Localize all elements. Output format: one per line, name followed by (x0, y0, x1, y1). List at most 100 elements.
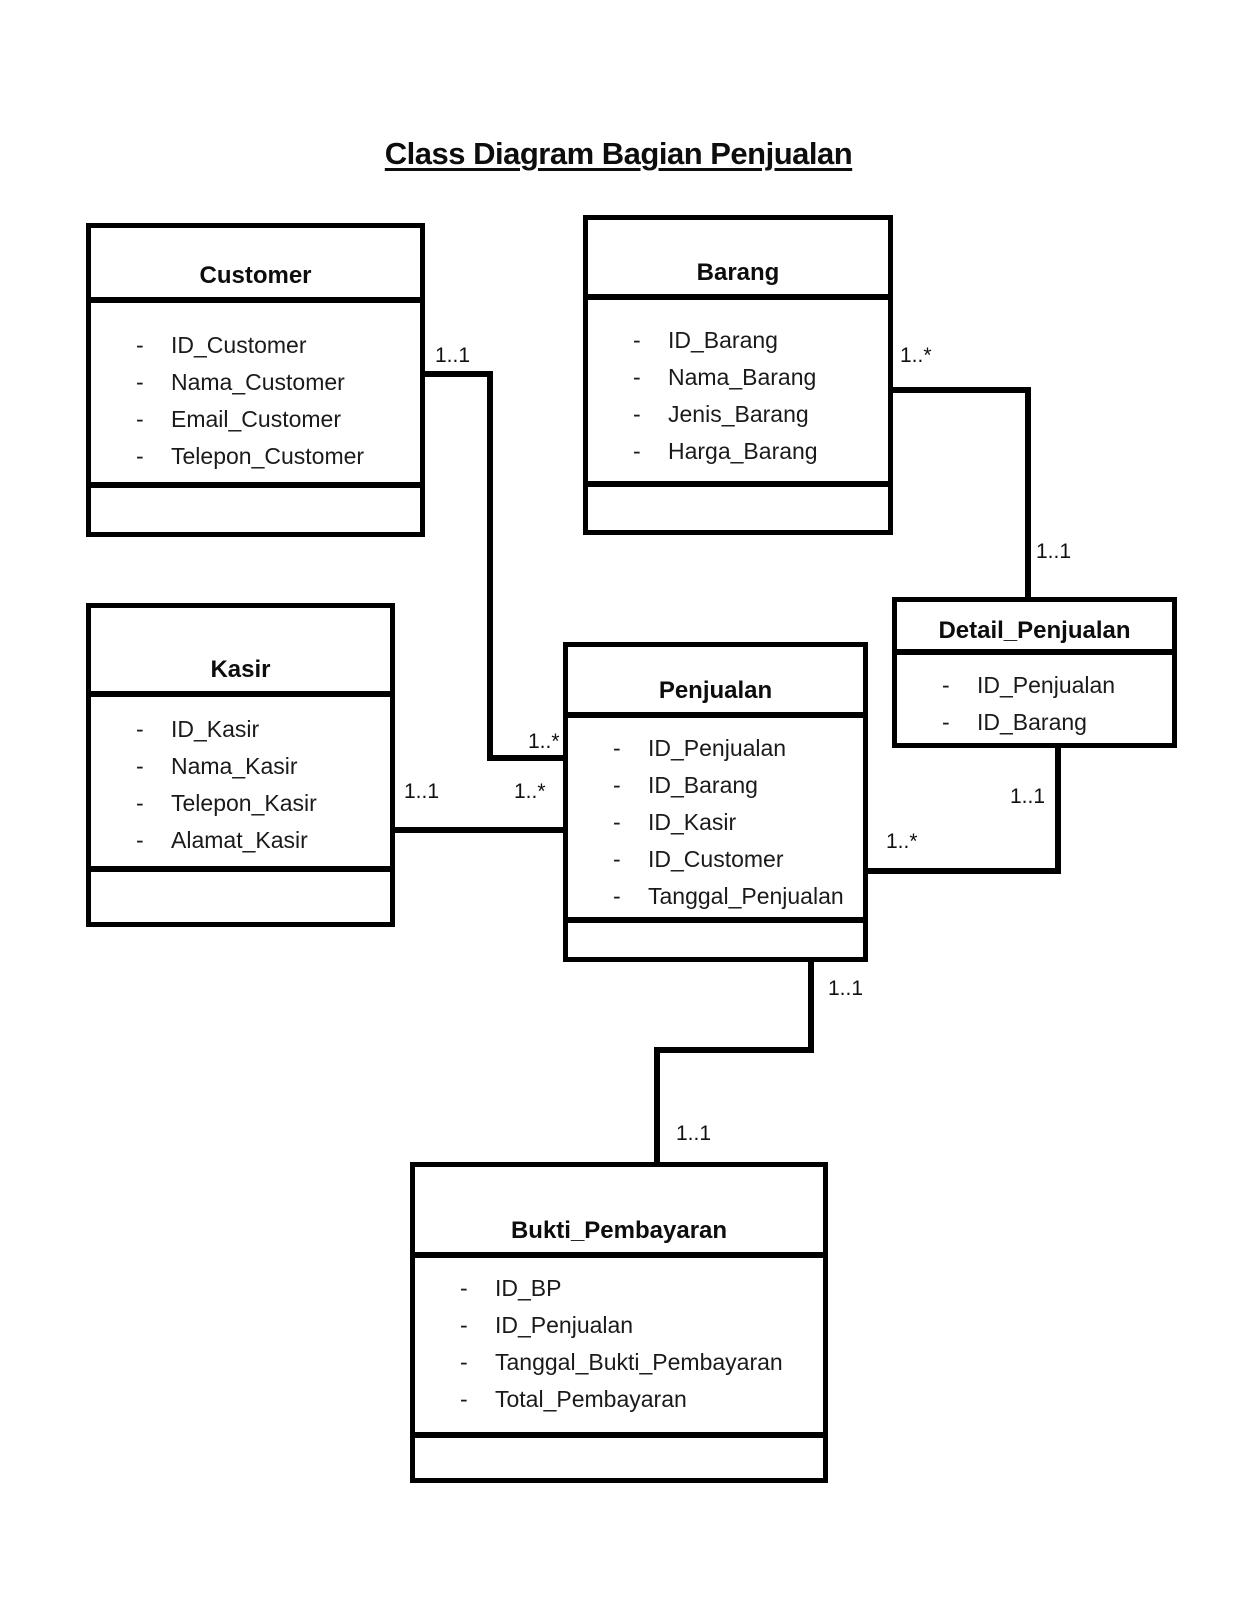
attribute-dash: - (460, 1386, 468, 1412)
attribute-dash: - (613, 846, 621, 872)
attribute-name: ID_Barang (977, 709, 1087, 735)
multiplicity-label-detail-penjualan-top-end: 1..1 (1036, 540, 1072, 563)
attribute-name: ID_Penjualan (648, 735, 787, 761)
class-box-bukti-pembayaran: Bukti_Pembayaran - ID_BP - ID_Penjualan - Tan… (410, 1162, 828, 1483)
attribute-dash: - (613, 735, 621, 761)
attribute-dash: - (613, 883, 621, 909)
class-attributes-bukti-pembayaran: - ID_BP - ID_Penjualan - Tanggal_Bukti_Pembay… (415, 1258, 823, 1438)
attribute-name: ID_Kasir (648, 809, 737, 835)
class-methods-empty-customer (91, 488, 420, 532)
diagram-title: Class Diagram Bagian Penjualan (384, 136, 853, 171)
class-attributes-barang: -ID_Barang-Nama_Barang-Jenis_Barang-Harg… (588, 300, 888, 487)
connector-customer-penjualan-segment-2 (487, 371, 493, 761)
attribute-name: ID_Kasir (171, 716, 260, 742)
attribute-name: Jenis_Barang (668, 401, 809, 427)
attribute-dash: - (136, 332, 144, 358)
multiplicity-label-penjualan-end-of-customer-link: 1..* (528, 730, 560, 753)
attribute-row: - Tanggal_Penjualan (568, 878, 863, 915)
class-attributes-kasir: - ID_Kasir - Nama_Kasir -Telepon_Kasir - Alama… (91, 697, 390, 872)
class-box-penjualan: Penjualan -ID_Penjualan-ID_Barang-ID_Kas… (563, 642, 868, 962)
attribute-row: - Nama_Barang (588, 359, 888, 396)
connector-customer-penjualan-segment-3 (487, 755, 565, 761)
attribute-name: Telepon_Kasir (171, 790, 317, 816)
multiplicity-label-detail-penjualan-bottom-end: 1..1 (1010, 785, 1046, 808)
class-attributes-customer: -ID_Customer-Nama_Customer-Email_Custome… (91, 303, 420, 488)
class-title-customer: Customer (91, 228, 420, 303)
class-box-detail-penjualan: Detail_Penjualan -ID_Penjualan-ID_Barang (892, 597, 1177, 748)
class-title-penjualan: Penjualan (568, 647, 863, 718)
attribute-name: ID_Penjualan (495, 1312, 634, 1338)
attribute-dash: - (136, 827, 144, 853)
attribute-row: - ID_BP (415, 1270, 823, 1307)
attribute-name: Tanggal_Penjualan (648, 883, 844, 909)
attribute-dash: - (136, 369, 144, 395)
attribute-dash: - (136, 443, 144, 469)
connector-customer-penjualan-segment-1 (423, 371, 493, 377)
attribute-row: -Telepon_Kasir (91, 785, 390, 822)
attribute-dash: - (460, 1275, 468, 1301)
attribute-row: - ID_Kasir (91, 711, 390, 748)
attribute-name: Email_Customer (171, 406, 341, 432)
attribute-name: ID_Barang (668, 327, 778, 353)
attribute-dash: - (633, 364, 641, 390)
attribute-row: - ID_Barang (588, 322, 888, 359)
multiplicity-label-bukti-pembayaran-top-end: 1..1 (676, 1122, 712, 1145)
attribute-row: - Tanggal_Bukti_Pembayaran (415, 1344, 823, 1381)
connector-barang-detail-penjualan-segment-2 (1025, 387, 1031, 599)
attribute-row: - Telepon_Customer (91, 438, 420, 475)
class-methods-empty-barang (588, 487, 888, 530)
connector-detail-penjualan-penjualan-segment-2 (866, 868, 1061, 874)
class-attributes-penjualan: -ID_Penjualan-ID_Barang-ID_Kasir-ID_Cust… (568, 718, 863, 923)
attribute-name: Nama_Barang (668, 364, 817, 390)
attribute-name: Total_Pembayaran (495, 1386, 687, 1412)
attribute-name: Nama_Kasir (171, 753, 298, 779)
attribute-row: - Email_Customer (91, 401, 420, 438)
class-title-bukti-pembayaran: Bukti_Pembayaran (415, 1167, 823, 1258)
attribute-name: ID_Barang (648, 772, 758, 798)
connector-kasir-penjualan-segment-1 (393, 827, 565, 833)
attribute-row: -ID_Customer (91, 327, 420, 364)
multiplicity-label-customer-end: 1..1 (435, 344, 471, 367)
attribute-row: - ID_Penjualan (415, 1307, 823, 1344)
attribute-dash: - (633, 401, 641, 427)
class-methods-empty-kasir (91, 872, 390, 922)
attribute-row: -Nama_Customer (91, 364, 420, 401)
attribute-name: Alamat_Kasir (171, 827, 308, 853)
attribute-dash: - (136, 716, 144, 742)
attribute-dash: - (633, 438, 641, 464)
attribute-dash: - (136, 753, 144, 779)
attribute-name: ID_BP (495, 1275, 562, 1301)
connector-penjualan-bukti-pembayaran-segment-2 (654, 1047, 814, 1053)
multiplicity-label-penjualan-end-of-detail-link: 1..* (886, 830, 918, 853)
class-title-kasir: Kasir (91, 608, 390, 697)
attribute-row: - Jenis_Barang (588, 396, 888, 433)
attribute-name: Telepon_Customer (171, 443, 365, 469)
attribute-row: - Alamat_Kasir (91, 822, 390, 859)
class-methods-empty-bukti-pembayaran (415, 1438, 823, 1478)
attribute-dash: - (613, 809, 621, 835)
attribute-row: -ID_Barang (897, 704, 1172, 741)
class-title-detail-penjualan: Detail_Penjualan (897, 602, 1172, 655)
attribute-row: - ID_Customer (568, 841, 863, 878)
attribute-name: ID_Customer (648, 846, 784, 872)
attribute-dash: - (136, 406, 144, 432)
class-box-kasir: Kasir -ID_Kasir-Nama_Kasir-Telepon_Kasir… (86, 603, 395, 927)
attribute-dash: - (460, 1349, 468, 1375)
attribute-name: Tanggal_Bukti_Pembayaran (495, 1349, 783, 1375)
connector-detail-penjualan-penjualan-segment-1 (1055, 746, 1061, 874)
class-attributes-detail-penjualan: -ID_Penjualan-ID_Barang (897, 655, 1172, 741)
connector-barang-detail-penjualan-segment-1 (891, 387, 1031, 393)
attribute-dash: - (633, 327, 641, 353)
multiplicity-label-kasir-end: 1..1 (404, 780, 440, 803)
attribute-row: - ID_Penjualan (568, 730, 863, 767)
attribute-dash: - (942, 672, 950, 698)
attribute-row: - ID_Kasir (568, 804, 863, 841)
connector-penjualan-bukti-pembayaran-segment-3 (654, 1047, 660, 1162)
attribute-row: - Total_Pembayaran (415, 1381, 823, 1418)
attribute-dash: - (460, 1312, 468, 1338)
attribute-row: -ID_Barang (568, 767, 863, 804)
attribute-row: -ID_Penjualan (897, 667, 1172, 704)
multiplicity-label-penjualan-bottom-end: 1..1 (828, 977, 864, 1000)
class-title-barang: Barang (588, 220, 888, 300)
